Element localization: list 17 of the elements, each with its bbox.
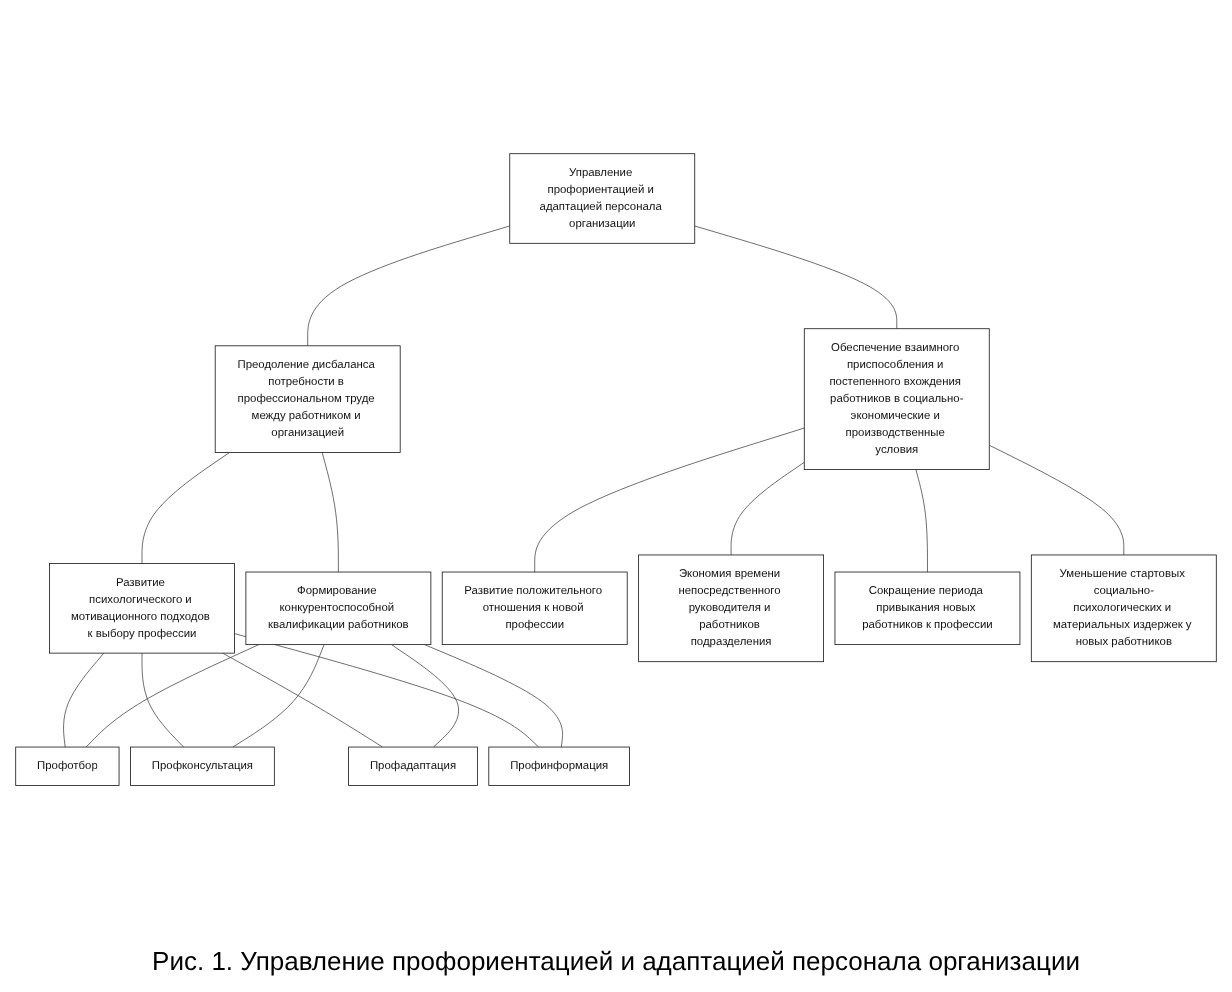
connector [730, 461, 805, 555]
connector [915, 468, 928, 572]
connector [534, 427, 805, 572]
connector [222, 652, 383, 747]
connector [424, 643, 563, 747]
connector [85, 643, 260, 747]
connector [141, 652, 184, 747]
connector [694, 225, 898, 329]
connector [232, 643, 325, 747]
connector [988, 444, 1125, 555]
connector [234, 632, 540, 747]
connector [391, 643, 459, 747]
connector [307, 225, 511, 346]
figure-caption: Рис. 1. Управление профориентацией и адаптацией персонала организации [150, 944, 1082, 980]
connector [141, 451, 230, 564]
connector [321, 451, 339, 572]
connector [63, 652, 105, 747]
